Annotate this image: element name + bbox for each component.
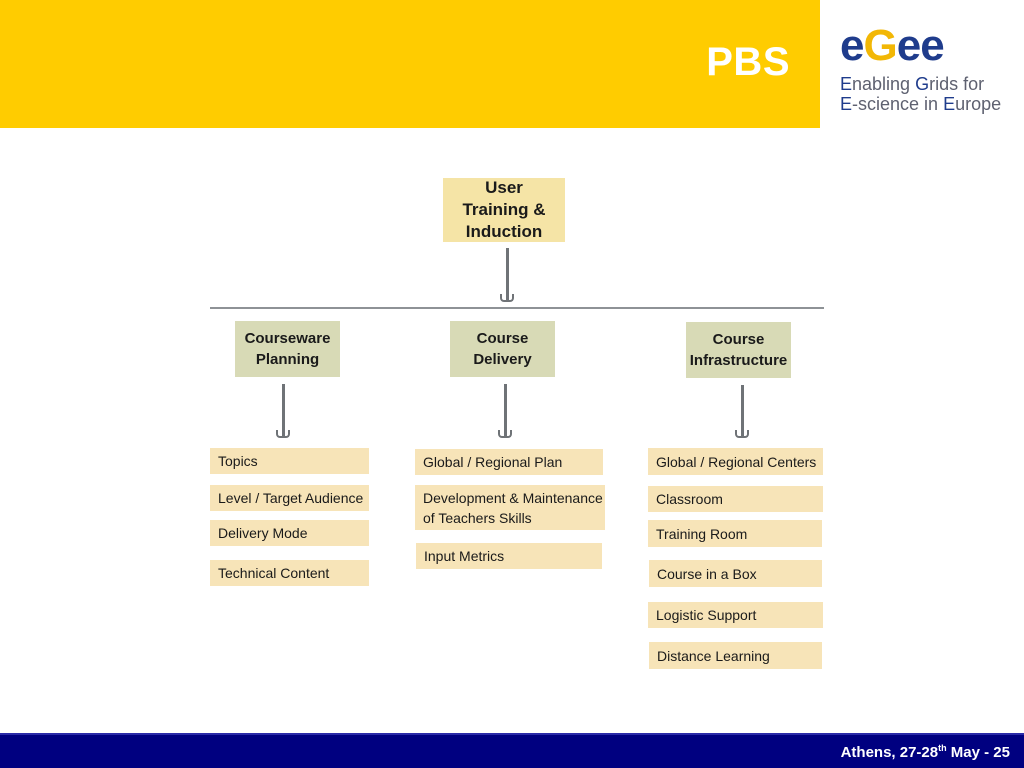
list-item: Input Metrics [416,543,602,569]
list-item: Classroom [648,486,823,512]
egee-logo: eGee Enabling Grids for E-science in Eur… [840,24,1010,124]
list-item: Development & Maintenance of Teachers Sk… [415,485,605,530]
logo-tagline-line1: Enabling Grids for [840,74,985,94]
footer-bar: Athens, 27-28th May - 25 [0,733,1024,768]
logo-tagline: Enabling Grids for E-science in Europe [840,74,1010,114]
list-item: Logistic Support [648,602,823,628]
list-item: Delivery Mode [210,520,369,546]
branch-title: Course Delivery [473,330,532,368]
logo-tagline-line2: E-science in Europe [840,94,1002,114]
slide-title: PBS [706,40,790,84]
root-arrow [500,248,514,302]
list-item: Distance Learning [649,642,822,669]
root-node-label: User Training & Induction [462,178,546,241]
logo-wordmark: eGee [840,21,945,70]
branch-title: Courseware Planning [244,330,331,368]
list-item: Level / Target Audience [210,485,369,511]
branch-arrow [735,385,749,438]
list-item: Global / Regional Centers [648,448,823,475]
branch-arrow [276,384,290,438]
branch-arrow [498,384,512,438]
footer-text: Athens, 27-28th May - 25 [840,743,1010,761]
list-item: Technical Content [210,560,369,586]
header-band: PBS [0,0,820,128]
list-item: Training Room [648,520,822,547]
list-item: Course in a Box [649,560,822,587]
branch-course-delivery: Course Delivery [450,321,555,377]
list-item: Topics [210,448,369,474]
root-node: User Training & Induction [443,178,565,242]
list-item: Global / Regional Plan [415,449,603,475]
branch-course-infrastructure: Course Infrastructure [686,322,791,378]
branch-title: Course Infrastructure [689,331,788,369]
branch-connector-line [210,307,824,309]
branch-courseware-planning: Courseware Planning [235,321,340,377]
